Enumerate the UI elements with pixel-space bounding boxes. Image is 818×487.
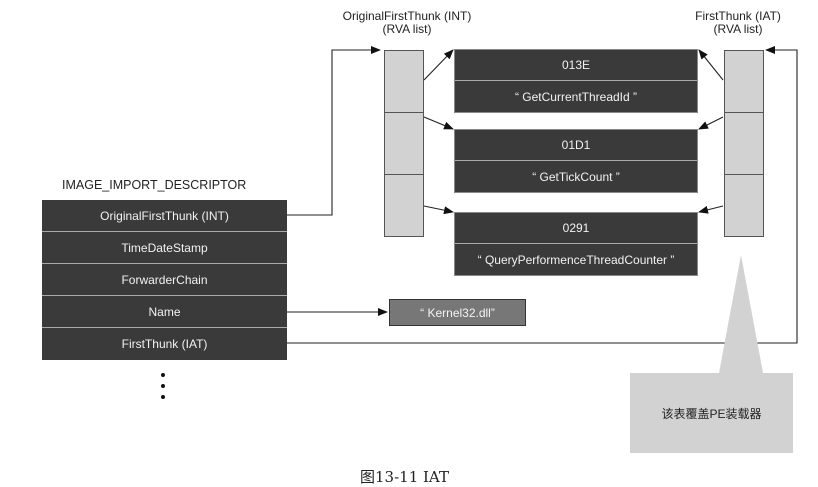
descriptor-field-original-first-thunk: OriginalFirstThunk (INT)	[42, 200, 287, 232]
ellipsis-dot	[161, 395, 165, 399]
callout-pointer	[719, 255, 763, 373]
descriptor-field-forwarder-chain: ForwarderChain	[42, 264, 287, 296]
iat-rva-cell	[725, 175, 763, 236]
descriptor-field-first-thunk: FirstThunk (IAT)	[42, 328, 287, 360]
callout-text: 该表覆盖PE装载器	[661, 406, 762, 421]
iat-header: FirstThunk (IAT) (RVA list)	[668, 10, 808, 36]
descriptor-field-name: Name	[42, 296, 287, 328]
iat-rva-cell	[725, 113, 763, 175]
entry-hint: 01D1	[455, 130, 697, 161]
descriptor-title: IMAGE_IMPORT_DESCRIPTOR	[62, 178, 247, 192]
int-rva-cell	[385, 113, 423, 175]
dll-name-box: “ Kernel32.dll”	[389, 299, 526, 326]
import-by-name-entry-3: 0291 “ QueryPerformenceThreadCounter ”	[454, 212, 698, 276]
int-to-entry-1-arrow	[423, 49, 454, 81]
int-rva-cell	[385, 51, 423, 113]
ellipsis-dot	[161, 373, 165, 377]
int-rva-cell	[385, 175, 423, 236]
entry-hint: 0291	[455, 213, 697, 244]
iat-to-entry-3-arrow	[698, 205, 724, 214]
iat-header-subtitle: (RVA list)	[713, 22, 763, 36]
int-to-entry-3-arrow	[423, 205, 454, 215]
int-header-subtitle: (RVA list)	[382, 22, 432, 36]
int-header: OriginalFirstThunk (INT) (RVA list)	[322, 10, 492, 36]
entry-function-name: “ QueryPerformenceThreadCounter ”	[455, 244, 697, 275]
entry-function-name: “ GetCurrentThreadId ”	[455, 81, 697, 112]
entry-function-name: “ GetTickCount ”	[455, 161, 697, 192]
int-pointer-arrow	[287, 46, 381, 216]
iat-rva-cell	[725, 51, 763, 113]
iat-to-entry-2-arrow	[698, 116, 724, 130]
iat-to-entry-1-arrow	[698, 49, 724, 81]
int-to-entry-2-arrow	[423, 116, 454, 130]
int-rva-column	[384, 50, 424, 237]
iat-header-title: FirstThunk (IAT)	[695, 9, 781, 23]
iat-rva-column	[724, 50, 764, 237]
import-by-name-entry-2: 01D1 “ GetTickCount ”	[454, 129, 698, 193]
callout-note: 该表覆盖PE装载器	[630, 373, 793, 453]
figure-caption: 图13-11 IAT	[360, 468, 449, 486]
ellipsis-dot	[161, 384, 165, 388]
descriptor-field-time-date-stamp: TimeDateStamp	[42, 232, 287, 264]
entry-hint: 013E	[455, 50, 697, 81]
iat-pointer-arrow	[287, 46, 798, 344]
import-descriptor-table: OriginalFirstThunk (INT) TimeDateStamp F…	[42, 200, 287, 360]
int-header-title: OriginalFirstThunk (INT)	[342, 9, 472, 23]
import-by-name-entry-1: 013E “ GetCurrentThreadId ”	[454, 49, 698, 113]
